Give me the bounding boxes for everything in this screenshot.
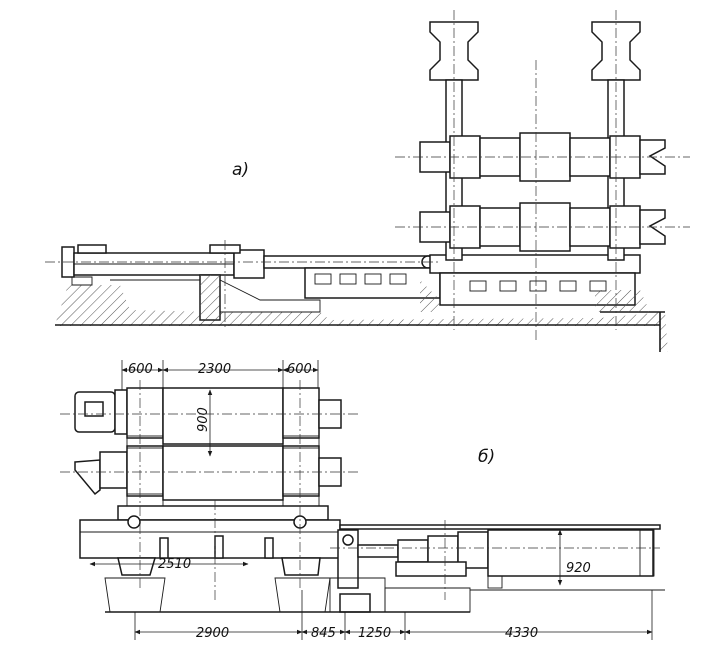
view-b-2510-dim: 2510: [89, 557, 249, 572]
view-b-label: б): [478, 447, 495, 467]
dim-1250: 1250: [358, 626, 391, 641]
view-a-left-support: [71, 274, 321, 321]
dim-600-right: 600: [287, 362, 312, 377]
view-b-base-frame: [79, 505, 341, 576]
dim-600-left: 600: [128, 362, 153, 377]
dim-2510: 2510: [158, 557, 191, 572]
dim-2900: 2900: [196, 626, 229, 641]
dim-4330: 4330: [505, 626, 538, 641]
view-b-foundation: [104, 577, 665, 613]
dim-2300: 2300: [198, 362, 231, 377]
view-a-label: а): [232, 160, 249, 180]
view-a-centerlines: [45, 10, 690, 340]
dim-845: 845: [311, 626, 336, 641]
view-b-upper-roll: [74, 387, 342, 445]
dim-900: 900: [196, 407, 211, 432]
view-b-roll-diameter-dim: 900: [196, 389, 213, 457]
view-b-centerlines: [60, 380, 660, 600]
view-a: а): [45, 10, 690, 352]
view-a-roller-table: [304, 254, 650, 312]
view-b-drive-mechanism: [337, 524, 661, 589]
view-b: 600 2300 600: [60, 360, 665, 641]
view-b-920-dim: 920: [557, 529, 591, 586]
view-b-bottom-dimensions: 2900 845 1250 4330: [134, 590, 653, 641]
dim-920: 920: [566, 561, 591, 576]
